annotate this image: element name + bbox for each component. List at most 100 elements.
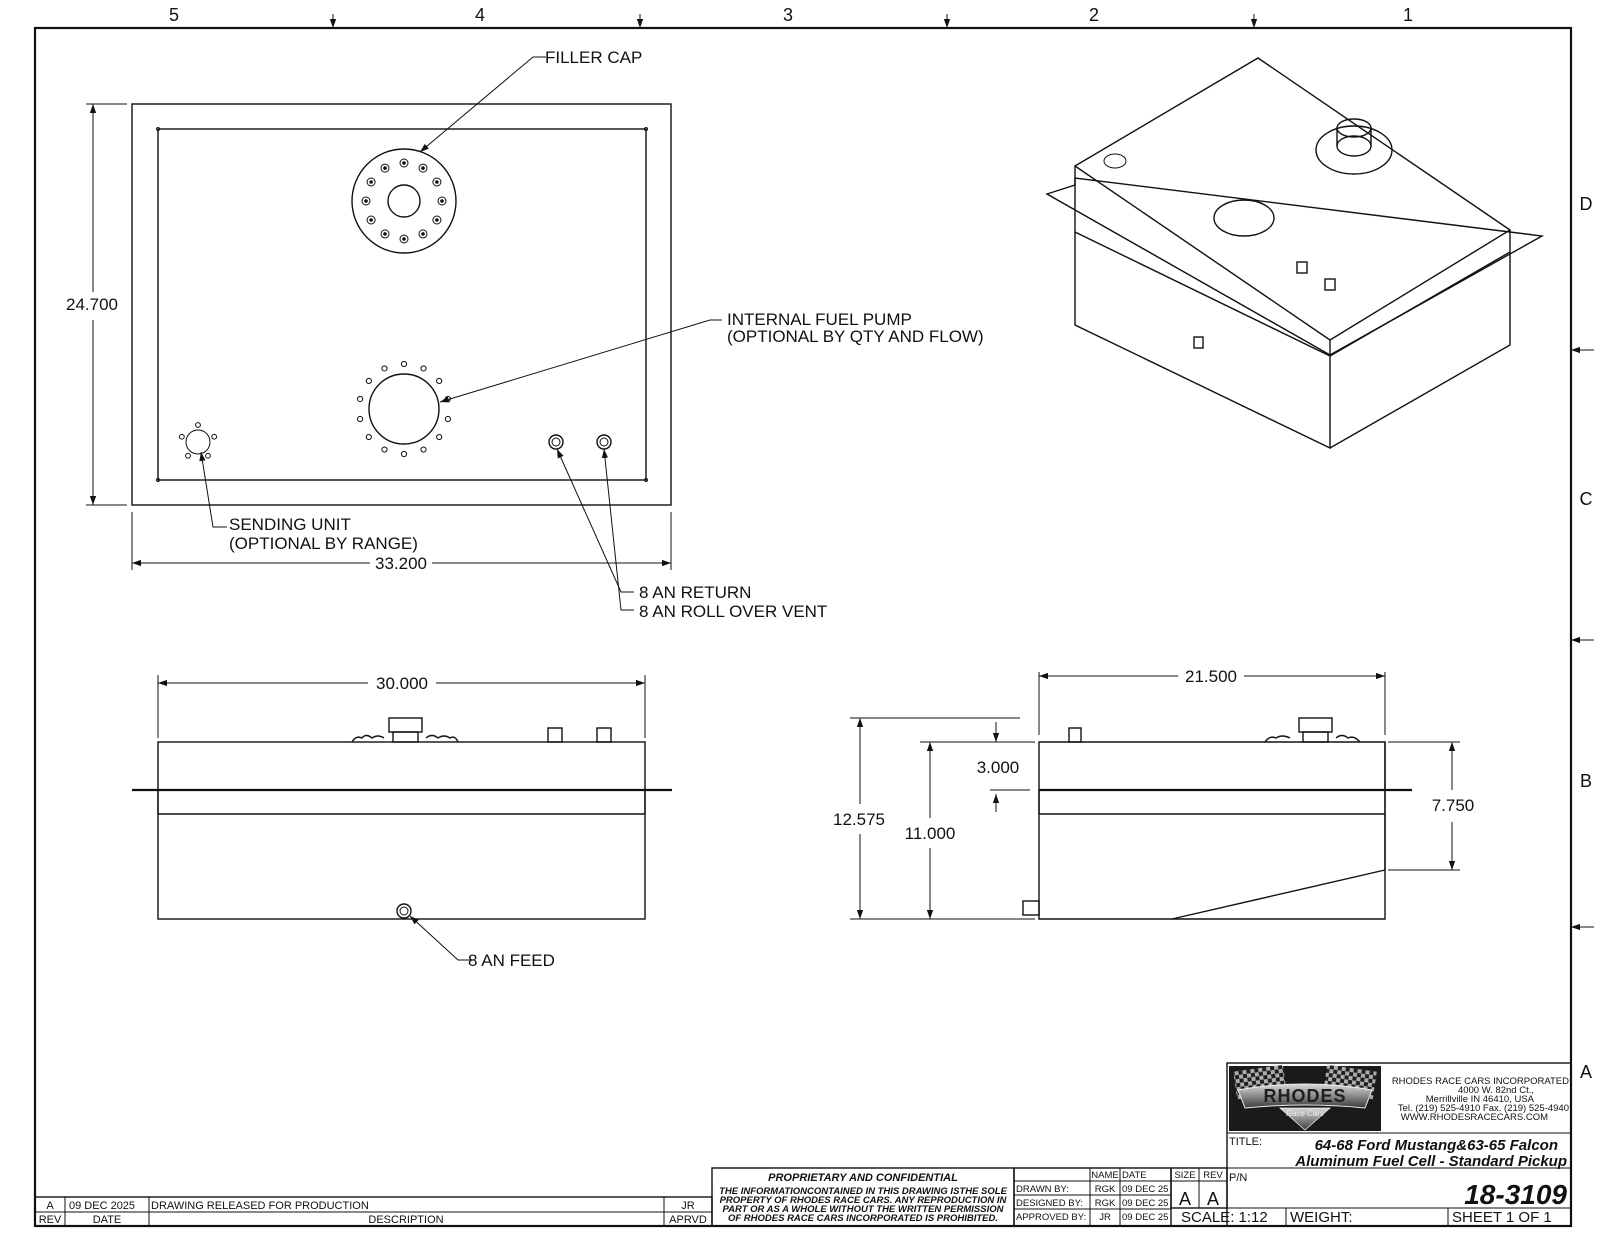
bolt-hole [178,433,185,440]
proprietary-block: PROPRIETARY AND CONFIDENTIAL THE INFORMA… [711,1167,1015,1227]
sheet-number: SHEET 1 OF 1 [1452,1209,1552,1226]
drawn-by-name: RGK [1095,1184,1116,1195]
bolt-hole [361,196,371,206]
feed-label: 8 AN FEED [468,951,555,970]
revision-header-approved: APRVD [669,1214,707,1226]
fuel-pump-note: (OPTIONAL BY QTY AND FLOW) [727,327,984,346]
top-view-tank-body [157,128,647,481]
signoff-header-name: NAME [1091,1170,1118,1181]
bolt-hole [399,234,409,244]
fuel-pump-label: INTERNAL FUEL PUMP [727,310,912,329]
revision-header-rev: REV [39,1214,62,1226]
bolt-hole [365,433,372,441]
bolt-hole [444,415,451,423]
title-label: TITLE: [1229,1136,1262,1148]
side-view: 21.500 12.575 11.000 3.000 7.750 [833,667,1474,920]
approved-by-label: APPROVED BY: [1016,1212,1086,1223]
zone-row-b: B [1580,771,1592,791]
sending-unit-label: SENDING UNIT [229,515,351,534]
proprietary-line-1: THE INFORMATIONCONTAINED IN THIS DRAWING… [719,1186,1007,1197]
bolt-hole [437,196,447,206]
bolt-head [435,218,439,222]
bolt-hole [418,229,428,239]
bolt-head [402,237,406,241]
bolt-head [421,232,425,236]
drawn-by-label: DRAWN BY: [1016,1184,1069,1195]
zone-column-3: 3 [783,5,793,25]
bolt-hole [380,163,390,173]
sending-unit-note: (OPTIONAL BY RANGE) [229,534,418,553]
approved-by-date: 09 DEC 25 [1122,1212,1168,1223]
company-name: RHODES RACE CARS INCORPORATED [1392,1076,1569,1087]
designed-by-name: RGK [1095,1198,1116,1209]
side-view-tank-body [1038,741,1386,920]
logo-text: RHODES [1263,1086,1346,1106]
drawing-title-line-2: Aluminum Fuel Cell - Standard Pickup [1294,1153,1567,1170]
company-address-1: 4000 W. 82nd Ct., [1458,1085,1534,1096]
bolt-hole [357,395,364,403]
bolt-hole [380,229,390,239]
front-view-tank-body [157,741,646,920]
drawing-title-line-1: 64-68 Ford Mustang&63-65 Falcon [1315,1137,1558,1154]
size-value: A [1179,1189,1191,1209]
dimension-width-30000: 30.000 [376,674,428,693]
bolt-hole [381,365,388,372]
part-number: 18-3109 [1464,1179,1567,1210]
filler-cap-icon [351,148,457,254]
bolt-hole [418,163,428,173]
designed-by-label: DESIGNED BY: [1016,1198,1083,1209]
dimension-height-24700: 24.700 [66,295,118,314]
proprietary-line-3: PART OR AS A WHOLE WITHOUT THE WRITTEN P… [723,1204,1005,1215]
bolt-hole [399,158,409,168]
proprietary-line-2: PROPERTY OF RHODES RACE CARS. ANY REPROD… [720,1195,1008,1206]
bolt-hole [436,377,443,385]
approved-by-name: JR [1099,1212,1111,1223]
vent-label: 8 AN ROLL OVER VENT [639,602,827,621]
corner-marks [156,127,648,482]
dimension-width-21500: 21.500 [1185,667,1237,686]
front-view: 8 AN FEED 30.000 [132,674,672,970]
dimension-width-33200: 33.200 [375,554,427,573]
dimension-height-11000: 11.000 [905,824,956,843]
bolt-hole [420,365,427,372]
fuel-pump-flange-icon [357,360,451,458]
revision-block: A 09 DEC 2025 DRAWING RELEASED FOR PRODU… [34,1196,713,1227]
company-phone: Tel. (219) 525-4910 Fax. (219) 525-4940 [1398,1103,1569,1114]
sheet-border [33,26,1573,1228]
bolt-hole [357,415,364,423]
bolt-head [383,232,387,236]
zone-row-d: D [1580,194,1593,214]
top-view: FILLER CAP INTERNAL FUEL PUMP (OPTIONAL … [66,48,984,621]
dimension-height-12575: 12.575 [833,810,885,829]
bolt-hole [365,377,372,385]
sending-unit-icon [178,422,218,459]
bolt-hole [366,215,376,225]
signoff-block: NAME DATE DRAWN BY: RGK 09 DEC 25 DESIGN… [1013,1167,1172,1227]
bolt-head [435,180,439,184]
vent-fitting-icon [596,434,612,450]
scale: SCALE: 1:12 [1181,1209,1268,1226]
revision-description: DRAWING RELEASED FOR PRODUCTION [151,1200,369,1212]
bolt-hole [195,422,201,428]
logo-script: Race Cars [1286,1109,1324,1118]
dimension-flange-3000: 3.000 [977,758,1020,777]
bolt-hole [381,446,388,453]
revision-header-date: DATE [93,1214,122,1226]
rev-value: A [1207,1189,1219,1209]
bolt-hole [420,446,427,453]
top-view-flange-outline [131,103,672,506]
bolt-hole [400,360,408,368]
company-website: WWW.RHODESRACECARS.COM [1401,1112,1548,1123]
bolt-hole [432,215,442,225]
bolt-head [383,166,387,170]
filler-cap-label: FILLER CAP [545,48,642,67]
bolt-head [369,180,373,184]
drawn-by-date: 09 DEC 25 [1122,1184,1168,1195]
part-number-label: P/N [1229,1172,1247,1184]
bolt-head [364,199,368,203]
bolt-hole [366,177,376,187]
zone-column-5: 5 [169,5,179,25]
weight-label: WEIGHT: [1290,1209,1353,1226]
revision-letter: A [46,1200,54,1212]
